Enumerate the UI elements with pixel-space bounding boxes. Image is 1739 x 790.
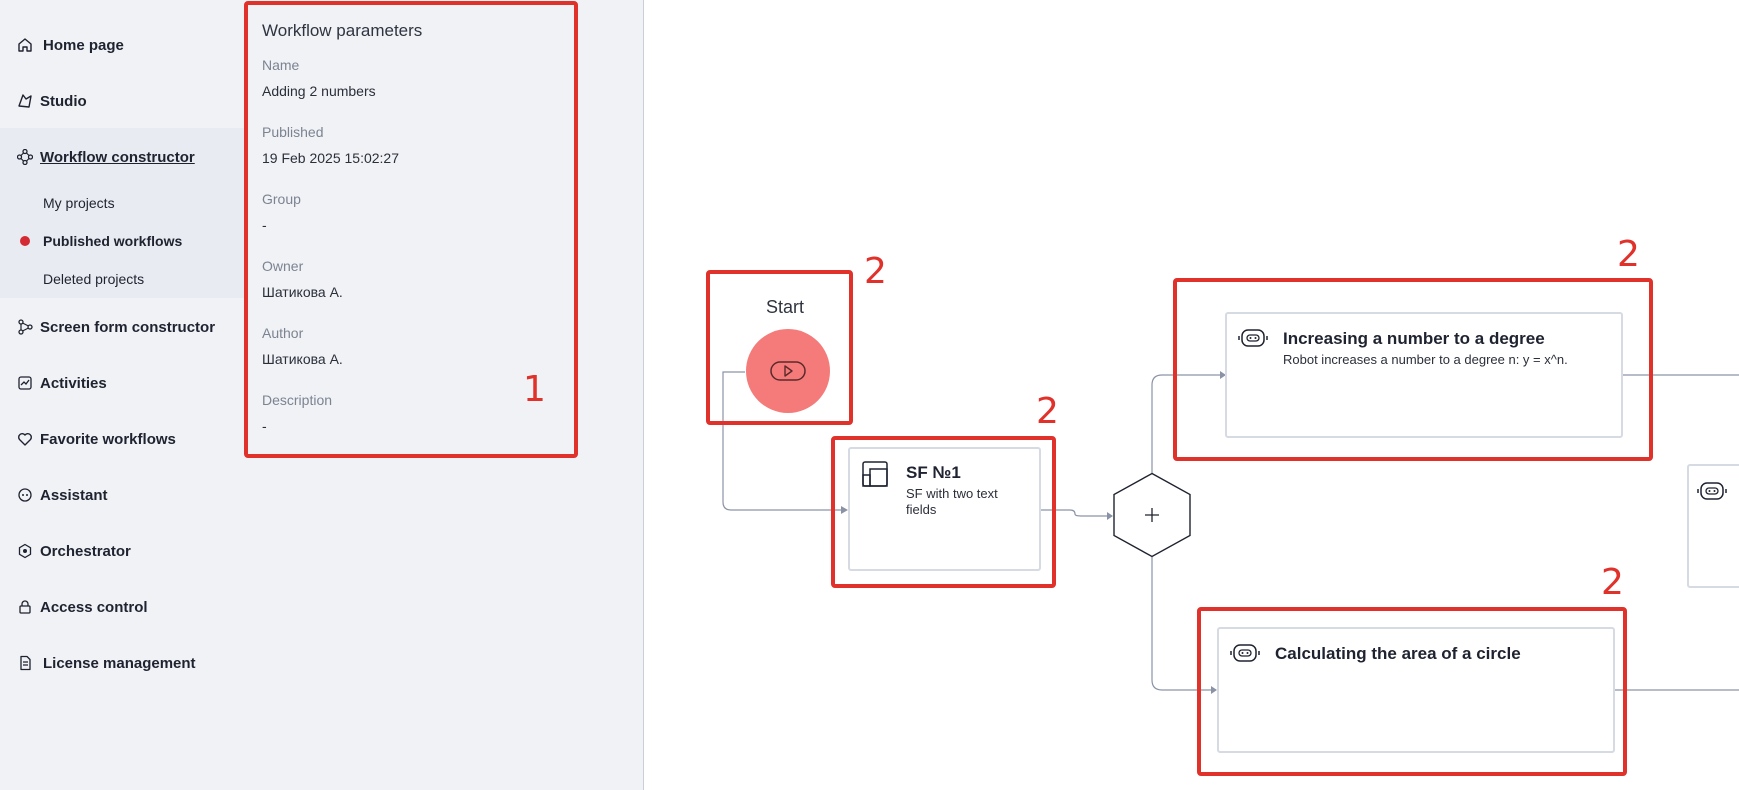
- nav-home-label: Home page: [43, 36, 124, 54]
- annotation-box-start: [706, 270, 853, 425]
- assistant-icon: [16, 486, 34, 504]
- annotation-number-robot-2: 2: [1601, 562, 1624, 603]
- robot-node-1-title: Increasing a number to a degree: [1283, 329, 1545, 348]
- sf-node-title: SF №1: [906, 463, 961, 482]
- subnav-published-label: Published workflows: [43, 233, 183, 249]
- play-icon: [770, 361, 806, 381]
- annotation-box-robot-2: [1197, 607, 1627, 776]
- nav-activities-label: Activities: [40, 374, 107, 392]
- nav-access-control[interactable]: Access control: [0, 587, 244, 627]
- access-control-icon: [16, 598, 34, 616]
- annotation-number-sf: 2: [1036, 391, 1059, 432]
- workflow-canvas[interactable]: Start SF №1 SF with two text fields Incr…: [645, 0, 1739, 790]
- connector-lines: [722, 371, 1739, 694]
- robot-node-power[interactable]: Increasing a number to a degree Robot in…: [1225, 312, 1623, 438]
- subnav-my-projects[interactable]: My projects: [0, 188, 244, 218]
- home-icon: [16, 36, 34, 54]
- param-name-value: Adding 2 numbers: [262, 83, 376, 99]
- nav-orchestrator-label: Orchestrator: [40, 542, 131, 560]
- add-branch-button[interactable]: [1112, 472, 1192, 558]
- annotation-box-1: [244, 1, 578, 458]
- heart-icon: [16, 430, 34, 448]
- selected-dot: [20, 236, 30, 246]
- sf-node-desc: SF with two text fields: [906, 486, 998, 517]
- start-label: Start: [766, 297, 805, 317]
- nav-license-management[interactable]: License management: [0, 643, 244, 683]
- robot-node-2-title: Calculating the area of a circle: [1275, 644, 1521, 663]
- nav-screen-form-label: Screen form constructor: [40, 318, 216, 336]
- param-description-value: -: [262, 418, 267, 434]
- robot-icon: [1238, 327, 1268, 354]
- params-title: Workflow parameters: [262, 21, 423, 40]
- subnav-deleted-projects[interactable]: Deleted projects: [0, 264, 244, 294]
- workflow-section: [0, 128, 244, 298]
- param-name-label: Name: [262, 57, 300, 73]
- nav-orchestrator[interactable]: Orchestrator: [0, 531, 244, 571]
- start-node[interactable]: [746, 329, 830, 413]
- nav-workflow-label: Workflow constructor: [40, 148, 195, 166]
- robot-node-1-desc: Robot increases a number to a degree n: …: [1283, 352, 1568, 367]
- annotation-box-sf: [831, 436, 1056, 588]
- screen-form-icon: [16, 318, 34, 336]
- studio-icon: [16, 92, 34, 110]
- screen-form-node[interactable]: SF №1 SF with two text fields: [848, 447, 1041, 571]
- nav-home[interactable]: Home page: [0, 25, 244, 65]
- nav-favorite-label: Favorite workflows: [40, 430, 176, 448]
- nav-workflow-constructor[interactable]: Workflow constructor: [0, 137, 244, 177]
- orchestrator-icon: [16, 542, 34, 560]
- subnav-my-projects-label: My projects: [43, 195, 115, 211]
- workflow-icon: [16, 148, 34, 166]
- param-published-label: Published: [262, 124, 324, 140]
- sidebar: Home page Studio Workflow constructor My…: [0, 0, 244, 790]
- activities-icon: [16, 374, 34, 392]
- robot-icon: [1697, 480, 1727, 507]
- param-author-value: Шатикова А.: [262, 351, 343, 367]
- param-owner-value: Шатикова А.: [262, 284, 343, 300]
- param-group-label: Group: [262, 191, 301, 207]
- screen-form-icon: [862, 461, 888, 492]
- param-published-value: 19 Feb 2025 15:02:27: [262, 150, 400, 166]
- nav-activities[interactable]: Activities: [0, 363, 244, 403]
- param-group-value: -: [262, 217, 267, 233]
- robot-node-partial[interactable]: [1687, 464, 1739, 588]
- nav-studio[interactable]: Studio: [0, 81, 244, 121]
- robot-icon: [1230, 642, 1260, 669]
- subnav-deleted-label: Deleted projects: [43, 271, 145, 287]
- nav-screen-form-constructor[interactable]: Screen form constructor: [0, 307, 244, 347]
- nav-assistant-label: Assistant: [40, 486, 108, 504]
- nav-access-control-label: Access control: [40, 598, 148, 616]
- robot-node-circle-area[interactable]: Calculating the area of a circle: [1217, 627, 1615, 753]
- param-description-label: Description: [262, 392, 333, 408]
- annotation-box-robot-1: [1173, 278, 1653, 461]
- annotation-number-start: 2: [864, 251, 887, 292]
- annotation-number-1: 1: [523, 369, 546, 410]
- nav-license-label: License management: [43, 654, 196, 672]
- nav-favorite-workflows[interactable]: Favorite workflows: [0, 419, 244, 459]
- nav-studio-label: Studio: [40, 92, 87, 110]
- nav-assistant[interactable]: Assistant: [0, 475, 244, 515]
- license-icon: [16, 654, 34, 672]
- param-author-label: Author: [262, 325, 304, 341]
- param-owner-label: Owner: [262, 258, 304, 274]
- subnav-published-workflows[interactable]: Published workflows: [0, 226, 244, 256]
- annotation-number-robot-1: 2: [1617, 234, 1640, 275]
